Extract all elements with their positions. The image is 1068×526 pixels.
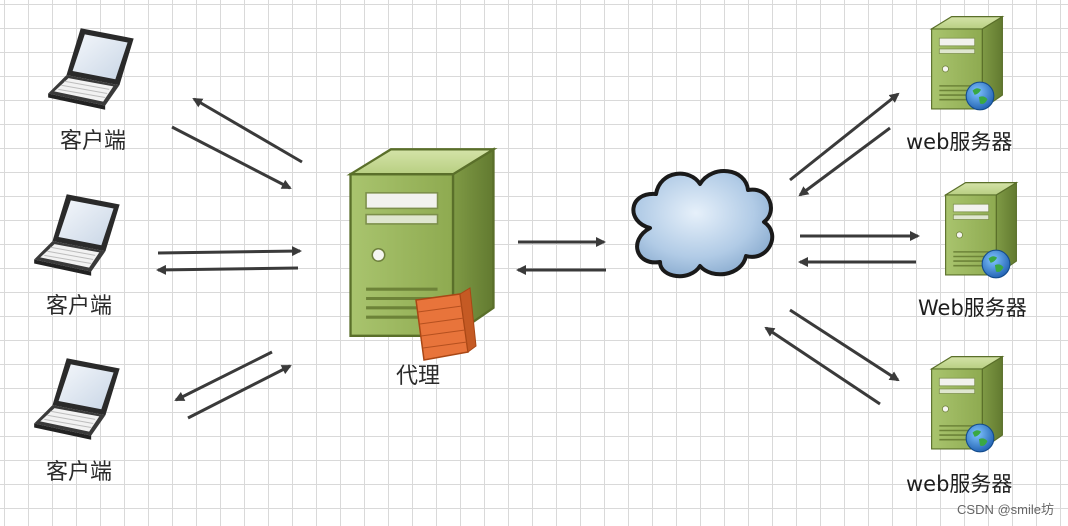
arrow-client-2-to-proxy — [157, 246, 302, 257]
arrow-client-3-to-proxy — [187, 364, 292, 420]
web-server-2 — [944, 181, 1018, 279]
web-server-label: web服务器 — [906, 130, 1013, 154]
arrow-proxy-to-client-2 — [156, 264, 299, 275]
watermark: CSDN @smile坊 — [957, 502, 1054, 517]
client-arrows — [156, 97, 303, 420]
proxy-label: 代理 — [396, 364, 441, 389]
web-server-label: Web服务器 — [918, 296, 1027, 320]
arrow-client-1-to-proxy — [171, 125, 292, 190]
laptop-icon — [47, 27, 135, 111]
arrow-proxy-to-client-1 — [192, 97, 303, 164]
web-server-1 — [930, 15, 1004, 111]
web-server-3 — [930, 355, 1004, 453]
client-label: 客户端 — [46, 294, 113, 319]
arrow-server-1-to-cloud — [798, 126, 891, 197]
arrow-proxy-to-client-3 — [174, 350, 273, 402]
laptop-icon — [33, 193, 121, 277]
server-arrows — [764, 92, 920, 406]
client-label: 客户端 — [60, 129, 127, 154]
client-label: 客户端 — [46, 460, 113, 485]
globe-icon — [965, 423, 995, 453]
proxy-server — [348, 147, 496, 361]
cloud-arrows — [516, 237, 606, 275]
arrow-server-3-to-cloud — [764, 326, 881, 406]
globe-icon — [965, 81, 995, 111]
globe-icon — [981, 249, 1011, 279]
arrow-cloud-to-server-3 — [789, 308, 900, 382]
cloud-icon — [631, 169, 775, 279]
arrow-cloud-to-server-1 — [789, 92, 900, 182]
firewall-icon — [415, 287, 477, 361]
web-server-label: web服务器 — [906, 472, 1013, 496]
laptop-icon — [33, 357, 121, 441]
